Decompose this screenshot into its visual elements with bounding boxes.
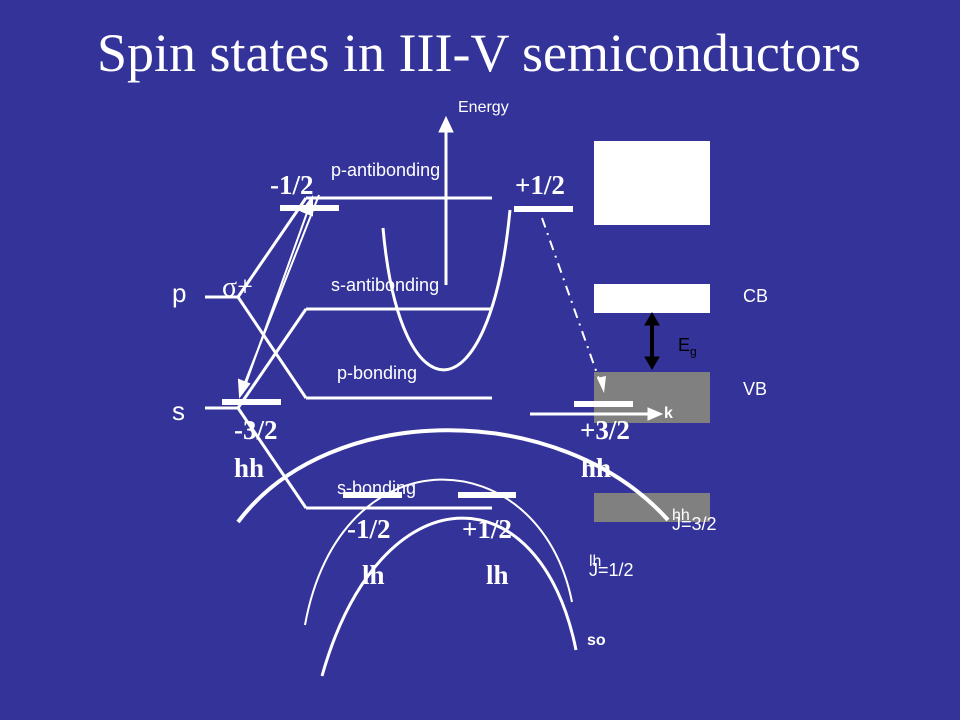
valence-band-curves bbox=[236, 428, 670, 677]
hh-left-label: hh bbox=[234, 453, 265, 483]
molecular-levels bbox=[205, 196, 492, 510]
orbital-p-label: p bbox=[172, 278, 187, 308]
k-axis bbox=[530, 407, 664, 421]
lh-right-label: lh bbox=[486, 560, 509, 590]
eg-arrow bbox=[644, 312, 660, 370]
hh-spin-minus-label: -3/2 bbox=[234, 415, 278, 445]
cb-spin-minus-label: -1/2 bbox=[270, 170, 314, 200]
heavy-hole-curve bbox=[236, 428, 670, 524]
slide-title: Spin states in III-V semiconductors bbox=[97, 23, 861, 83]
sigma-plus-label: σ+ bbox=[222, 272, 253, 303]
lh-left-label: lh bbox=[362, 560, 385, 590]
eg-label: Eg bbox=[678, 335, 697, 359]
hh-band-j-label: J=3/2 bbox=[672, 514, 717, 534]
conduction-band-curve bbox=[381, 209, 512, 372]
lh-band-label: lh bbox=[589, 553, 602, 570]
lh-band-j-label: J=1/2 bbox=[589, 560, 634, 580]
energy-axis bbox=[438, 115, 454, 285]
lh-spin-plus-label: +1/2 bbox=[462, 514, 512, 544]
level-p-bonding: p-bonding bbox=[337, 363, 418, 383]
forbidden-transition bbox=[541, 217, 606, 393]
cb-spin-plus-label: +1/2 bbox=[515, 170, 565, 200]
level-s-antibonding: s-antibonding bbox=[331, 275, 440, 295]
level-p-antibonding: p-antibonding bbox=[331, 160, 441, 180]
hh-band-label: hh bbox=[672, 507, 690, 524]
cb-label: CB bbox=[743, 286, 769, 306]
upper-band-box bbox=[594, 141, 710, 225]
k-axis-label: k bbox=[664, 405, 673, 422]
hh-right-label: hh bbox=[581, 453, 612, 483]
energy-axis-label: Energy bbox=[458, 99, 509, 116]
vb-label: VB bbox=[743, 379, 768, 399]
cb-band-box bbox=[594, 284, 710, 313]
lh-spin-minus-label: -1/2 bbox=[347, 514, 391, 544]
sigma-plus-arrows bbox=[237, 194, 320, 399]
hh-spin-plus-label: +3/2 bbox=[580, 415, 630, 445]
orbital-s-label: s bbox=[172, 396, 185, 426]
split-off-curve bbox=[320, 516, 578, 677]
level-s-bonding: s-bonding bbox=[337, 478, 417, 498]
light-hole-curve bbox=[304, 478, 573, 626]
lower-band-box bbox=[594, 493, 710, 522]
so-band-label: so bbox=[587, 632, 606, 649]
